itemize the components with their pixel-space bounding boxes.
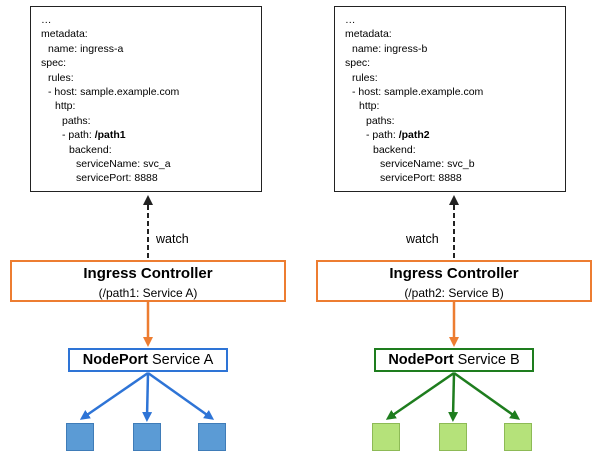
yaml-text: paths: xyxy=(62,114,91,127)
pod-b-2 xyxy=(439,423,467,451)
yaml-text: metadata: xyxy=(41,28,88,41)
ingress-controller-b-route: (/path2: Service B) xyxy=(404,286,504,300)
ingress-controller-b: Ingress Controller (/path2: Service B) xyxy=(316,260,592,302)
yaml-text: - path: xyxy=(62,129,95,142)
yaml-text: backend: xyxy=(69,143,112,156)
yaml-path-value: /path2 xyxy=(398,129,430,142)
yaml-line: serviceName: svc_a xyxy=(41,157,261,171)
pod-b-1 xyxy=(372,423,400,451)
yaml-line: http: xyxy=(345,99,565,113)
yaml-line: backend: xyxy=(41,143,261,157)
yaml-text: servicePort: 8888 xyxy=(76,172,158,185)
yaml-text: … xyxy=(345,14,356,26)
yaml-line: paths: xyxy=(345,114,565,128)
yaml-line: - host: sample.example.com xyxy=(41,85,261,99)
yaml-text: name: ingress-a xyxy=(48,42,124,55)
yaml-text: - host: sample.example.com xyxy=(352,86,484,99)
yaml-text: metadata: xyxy=(345,28,392,41)
pod-a-3 xyxy=(198,423,226,451)
yaml-text: http: xyxy=(359,100,380,113)
yaml-text: backend: xyxy=(373,143,416,156)
yaml-text: - host: sample.example.com xyxy=(48,86,180,99)
yaml-line: metadata: xyxy=(41,27,261,41)
service-b-to-pod-3-arrow xyxy=(453,371,521,420)
yaml-text: - path: xyxy=(366,129,399,142)
service-a-type: NodePort xyxy=(82,352,148,368)
ingress-a-yaml-box: … metadata:name: ingress-a spec:rules: - ho… xyxy=(30,6,262,192)
yaml-text: serviceName: svc_a xyxy=(76,158,171,171)
nodeport-service-a: NodePort Service A xyxy=(68,348,228,372)
nodeport-service-b: NodePort Service B xyxy=(374,348,534,372)
yaml-text: http: xyxy=(55,100,76,113)
pod-a-2 xyxy=(133,423,161,451)
ingress-controller-b-title: Ingress Controller xyxy=(389,265,519,282)
yaml-line: servicePort: 8888 xyxy=(41,171,261,185)
watch-label-left: watch xyxy=(156,232,189,246)
yaml-line: - host: sample.example.com xyxy=(345,85,565,99)
yaml-path-value: /path1 xyxy=(94,129,126,142)
service-a-name: Service A xyxy=(147,352,214,368)
yaml-line: name: ingress-a xyxy=(41,42,261,56)
ingress-controller-a-title: Ingress Controller xyxy=(83,265,213,282)
yaml-line: serviceName: svc_b xyxy=(345,157,565,171)
yaml-line: - path: /path2 xyxy=(345,128,565,142)
pod-a-1 xyxy=(66,423,94,451)
yaml-text: paths: xyxy=(366,114,395,127)
yaml-line: metadata: xyxy=(345,27,565,41)
yaml-text: … xyxy=(41,14,52,26)
service-a-to-pod-1-arrow xyxy=(79,371,149,420)
ingress-controller-a: Ingress Controller (/path1: Service A) xyxy=(10,260,286,302)
service-a-to-pod-2-arrow xyxy=(142,372,153,422)
yaml-line: … xyxy=(41,13,261,27)
yaml-text: rules: xyxy=(48,71,74,84)
service-b-name: Service B xyxy=(453,352,520,368)
watch-label-right: watch xyxy=(406,232,439,246)
pod-b-3 xyxy=(504,423,532,451)
yaml-line: servicePort: 8888 xyxy=(345,171,565,185)
yaml-line: rules: xyxy=(41,71,261,85)
service-a-to-pod-3-arrow xyxy=(147,371,215,420)
service-b-to-pod-2-arrow xyxy=(448,372,459,422)
ingress-b-yaml-box: … metadata:name: ingress-b spec:rules: - ho… xyxy=(334,6,566,192)
yaml-line: http: xyxy=(41,99,261,113)
yaml-line: spec: xyxy=(41,56,261,70)
service-b-type: NodePort xyxy=(388,352,454,368)
yaml-text: name: ingress-b xyxy=(352,42,428,55)
yaml-line: spec: xyxy=(345,56,565,70)
yaml-line: … xyxy=(345,13,565,27)
yaml-text: spec: xyxy=(41,57,67,70)
ingress-controller-a-route: (/path1: Service A) xyxy=(98,286,198,300)
yaml-line: rules: xyxy=(345,71,565,85)
yaml-line: name: ingress-b xyxy=(345,42,565,56)
yaml-text: servicePort: 8888 xyxy=(380,172,462,185)
yaml-line: paths: xyxy=(41,114,261,128)
service-b-to-pod-1-arrow xyxy=(385,371,455,420)
yaml-line: backend: xyxy=(345,143,565,157)
yaml-text: serviceName: svc_b xyxy=(380,158,475,171)
yaml-text: spec: xyxy=(345,57,371,70)
yaml-line: - path: /path1 xyxy=(41,128,261,142)
yaml-text: rules: xyxy=(352,71,378,84)
